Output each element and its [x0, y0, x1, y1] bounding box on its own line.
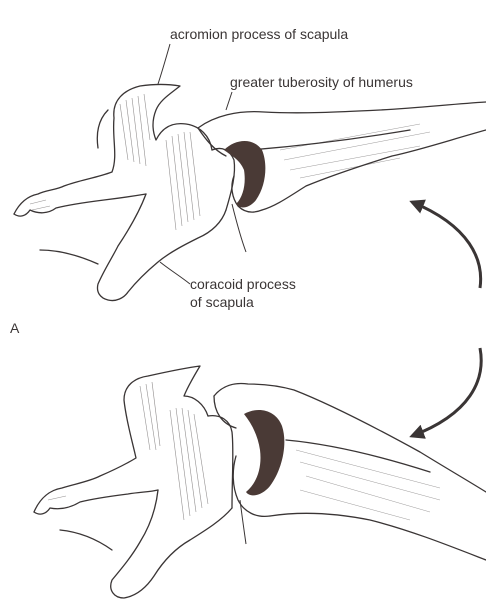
humerus-b [214, 384, 486, 561]
tendon-line-a [232, 204, 246, 252]
scapula-top [14, 85, 235, 301]
glenoid-shadow-b [244, 410, 284, 495]
greater-tuberosity-label: greater tuberosity of humerus [230, 74, 413, 91]
panel-a-illustration [14, 85, 486, 301]
curved-arrow-up-left-icon [412, 202, 481, 288]
panel-a-label: A [10, 320, 19, 337]
humerus-stippling-b [296, 450, 440, 520]
scapula-stippling [30, 94, 200, 230]
scapula-stippling-b [48, 382, 208, 520]
curved-arrow-down-left-icon [412, 348, 481, 436]
panel-b-illustration [34, 366, 486, 598]
scapula-bottom [34, 366, 233, 598]
coracoid-label-line1: coracoid process [190, 276, 296, 293]
coracoid-label-line2: of scapula [190, 294, 254, 311]
humerus-stippling-a [280, 124, 430, 178]
acromion-label: acromion process of scapula [170, 26, 348, 43]
leader-lines-a [158, 44, 232, 284]
